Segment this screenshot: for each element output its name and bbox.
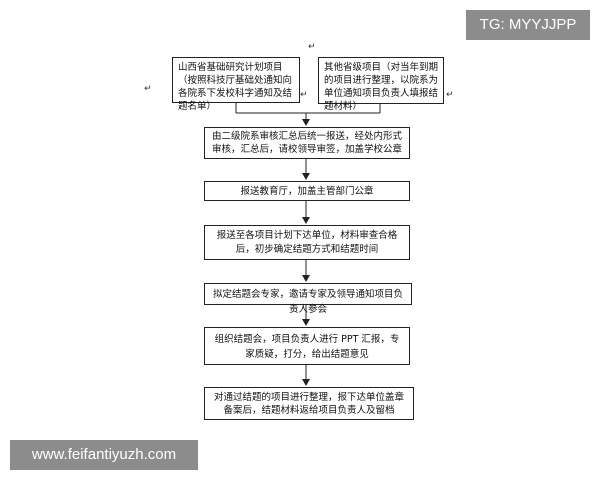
step-submit-education-dept: 报送教育厅，加盖主管部门公章 <box>204 181 410 201</box>
return-mark-2: ↵ <box>144 84 152 94</box>
return-mark-3: ↵ <box>300 90 308 100</box>
watermark-top: TG: MYYJJPP <box>466 10 590 40</box>
step-draft-experts: 拟定结题会专家，邀请专家及领导通知项目负责人参会 <box>204 283 412 315</box>
step-submit-issuing-unit: 报送至各项目计划下达单位，材料审查合格后，初步确定结题方式和结题时间 <box>204 225 410 260</box>
box-other-provincial: 其他省级项目（对当年到期的项目进行整理，以院系为单位通知项目负责人填报结题材料） <box>318 57 444 112</box>
return-mark-1: ↵ <box>308 42 316 52</box>
watermark-bottom: www.feifantiyuzh.com <box>10 440 198 470</box>
step-archive: 对通过结题的项目进行整理，报下达单位盖章备案后，结题材料返给项目负责人及留档 <box>204 387 414 420</box>
return-mark-4: ↵ <box>446 90 454 100</box>
step-conclusion-meeting: 组织结题会，项目负责人进行 PPT 汇报，专家质疑，打分，给出结题意见 <box>204 327 410 365</box>
step-college-review: 由二级院系审核汇总后统一报送，经处内形式审核，汇总后，请校领导审签，加盖学校公章 <box>204 127 410 159</box>
box-shanxi-basic-research: 山西省基础研究计划项目（按照科技厅基础处通知向各院系下发校科字通知及结题名单） <box>172 57 300 112</box>
